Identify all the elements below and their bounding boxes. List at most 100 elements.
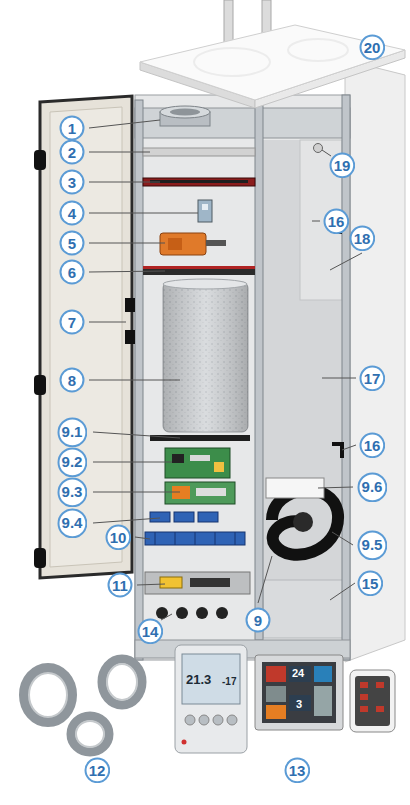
- callout-circle: 19: [329, 152, 356, 179]
- callout-number: 12: [89, 763, 106, 778]
- room-controller-part: [185, 715, 195, 725]
- control-electronics-part: [150, 512, 170, 522]
- callout-ring: [350, 226, 374, 250]
- duct-rings-part: [71, 716, 109, 752]
- callout-circle: 16: [323, 208, 350, 235]
- callout-number: 5: [68, 236, 76, 251]
- callout-ring: [61, 117, 84, 140]
- leader-lines-part: [312, 221, 320, 222]
- control-electronics-part: [174, 512, 194, 522]
- callout-number: 15: [362, 576, 379, 591]
- top-cover-part: [288, 39, 348, 61]
- callout-ring: [85, 758, 109, 782]
- leader-lines-part: [89, 182, 160, 183]
- callout-ring: [61, 369, 84, 392]
- control-electronics-part: [175, 532, 176, 545]
- bottom-tray-part: [190, 578, 230, 587]
- callout-circle: 10: [105, 524, 132, 551]
- callout-number: 9.4: [62, 515, 83, 530]
- cabinet-interior-part: [263, 140, 343, 580]
- display-reading: -17: [222, 677, 236, 687]
- door-part: [34, 150, 46, 170]
- callout-number: 9: [254, 613, 262, 628]
- leader-lines-part: [89, 322, 126, 323]
- callout-number: 19: [334, 158, 351, 173]
- leader-lines-part: [318, 487, 353, 488]
- top-cover: [140, 25, 405, 108]
- filter-part: [163, 279, 247, 289]
- duct-rings-part: [107, 664, 137, 700]
- duct-rings-part: [29, 673, 67, 717]
- callout-number: 9.5: [362, 537, 383, 552]
- brackets-part: [332, 444, 342, 458]
- callout-circle: 13: [284, 757, 311, 784]
- fan-part: [293, 512, 313, 532]
- callout-ring: [58, 478, 86, 506]
- callout-ring: [106, 525, 130, 549]
- remote-control-part: [355, 676, 390, 726]
- callout-ring: [358, 571, 382, 595]
- room-controller: [175, 645, 247, 753]
- remote-control-part: [376, 706, 384, 712]
- callout-circle: 9.3: [57, 477, 88, 508]
- sensor-part: [198, 200, 212, 222]
- callout-circle: 6: [59, 259, 85, 285]
- leader-lines-part: [322, 378, 356, 379]
- duct-rings-part: [102, 659, 142, 705]
- callout-number: 7: [68, 315, 76, 330]
- top-cover-part: [140, 25, 405, 100]
- control-electronics-part: [155, 532, 156, 545]
- control-electronics-part: [198, 512, 218, 522]
- touch-panel-part: [314, 686, 332, 716]
- control-electronics-part: [190, 455, 210, 461]
- remote-control-part: [360, 682, 368, 688]
- mount-tabs-part: [224, 0, 233, 46]
- touch-panel-part: [266, 705, 286, 719]
- top-cover-part: [194, 48, 270, 76]
- callout-number: 8: [68, 373, 76, 388]
- leader-lines-part: [322, 150, 331, 156]
- callout-ring: [358, 473, 386, 501]
- cabinet-interior: [135, 95, 350, 660]
- callout-circle: 17: [359, 365, 386, 392]
- screw-part: [314, 144, 323, 153]
- fan-part: [272, 490, 338, 554]
- leader-lines-part: [93, 518, 160, 523]
- callout-ring: [61, 232, 84, 255]
- door-part: [40, 96, 132, 578]
- callout-ring: [360, 35, 384, 59]
- damper-motor-part: [168, 238, 182, 250]
- display-reading: 24: [292, 668, 304, 679]
- leader-lines: [89, 120, 362, 620]
- leader-lines-part: [93, 462, 172, 463]
- callout-number: 6: [68, 265, 76, 280]
- callout-ring: [61, 311, 84, 334]
- bottom-tray: [145, 572, 250, 594]
- door: [34, 96, 135, 578]
- callout-number: 4: [68, 206, 76, 221]
- cable-glands-part: [176, 607, 188, 619]
- side-panel: [345, 60, 405, 662]
- callout-ring: [58, 418, 86, 446]
- remote-control: [350, 670, 395, 732]
- touch-panel-part: [255, 655, 343, 730]
- callout-ring: [61, 141, 84, 164]
- fan-part: [266, 478, 324, 498]
- control-electronics-part: [165, 448, 230, 478]
- leader-lines-part: [89, 213, 198, 214]
- bottom-tray-part: [160, 577, 182, 588]
- duct-rings-part: [24, 668, 72, 722]
- display-reading: 3: [296, 699, 302, 710]
- callout-circle: 18: [349, 225, 376, 252]
- callout-number: 18: [354, 231, 371, 246]
- bottom-tray-part: [145, 572, 250, 594]
- cable-glands: [156, 607, 228, 619]
- brackets: [330, 218, 342, 458]
- remote-control-part: [360, 706, 368, 712]
- control-electronics-part: [214, 462, 224, 472]
- frame-posts-part: [255, 100, 263, 640]
- bars-and-heater: [143, 148, 255, 275]
- callout-number: 13: [289, 763, 306, 778]
- callout-circle: 2: [59, 139, 85, 165]
- cabinet-interior-part: [135, 95, 350, 660]
